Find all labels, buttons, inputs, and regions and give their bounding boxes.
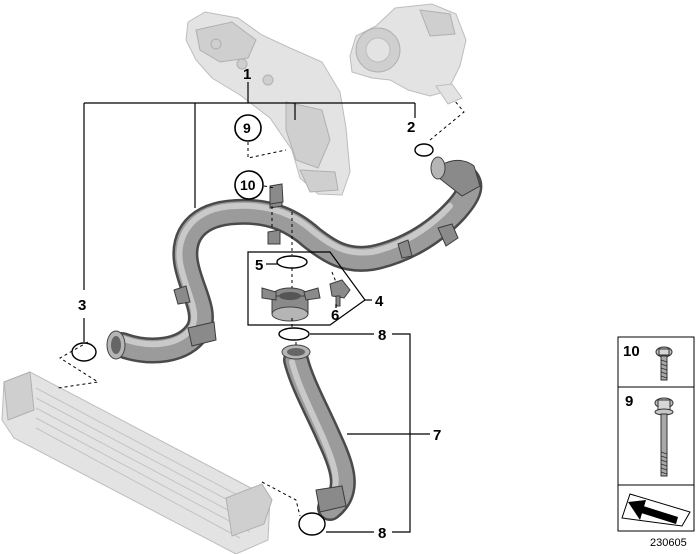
upper-charge-air-pipe [106,156,483,364]
seal-ring-3 [71,342,97,362]
callout-9: 9 [243,120,251,136]
bolt-10-part [269,183,284,205]
callout-5: 5 [255,257,263,274]
reference-number: 230605 [650,537,687,549]
seal-ring-8-bottom [298,512,326,536]
parts-legend: 10 9 230605 [617,336,695,549]
callout-7: 7 [433,427,441,444]
turbocharger-ghost [349,3,467,105]
callout-8-top: 8 [378,327,386,344]
bolt-10-icon [655,346,673,381]
callout-3: 3 [78,297,86,314]
legend-label-10: 10 [623,343,640,360]
callout-4: 4 [375,293,384,310]
callout-9-circle [234,114,262,142]
sensor-part [329,279,351,307]
callout-1: 1 [243,66,251,83]
legend-label-9: 9 [625,393,633,410]
seal-ring-8-top [278,327,310,341]
leader-lines [83,82,430,533]
seal-ring-2 [414,143,434,157]
callout-10: 10 [240,177,256,193]
assembly-dashed-lines [57,99,465,517]
intercooler-ghost [1,371,273,554]
callout-8-bottom: 8 [378,525,386,542]
lower-charge-air-pipe [281,344,356,521]
direction-arrow-icon [621,493,691,527]
callout-10-circle [234,170,264,200]
callout-6: 6 [331,307,339,324]
legend-cell-10 [617,336,695,388]
callout-2: 2 [407,119,415,136]
charge-air-sensor-housing [261,287,321,322]
seal-ring-5 [276,255,308,269]
bolt-9-icon [654,397,674,477]
